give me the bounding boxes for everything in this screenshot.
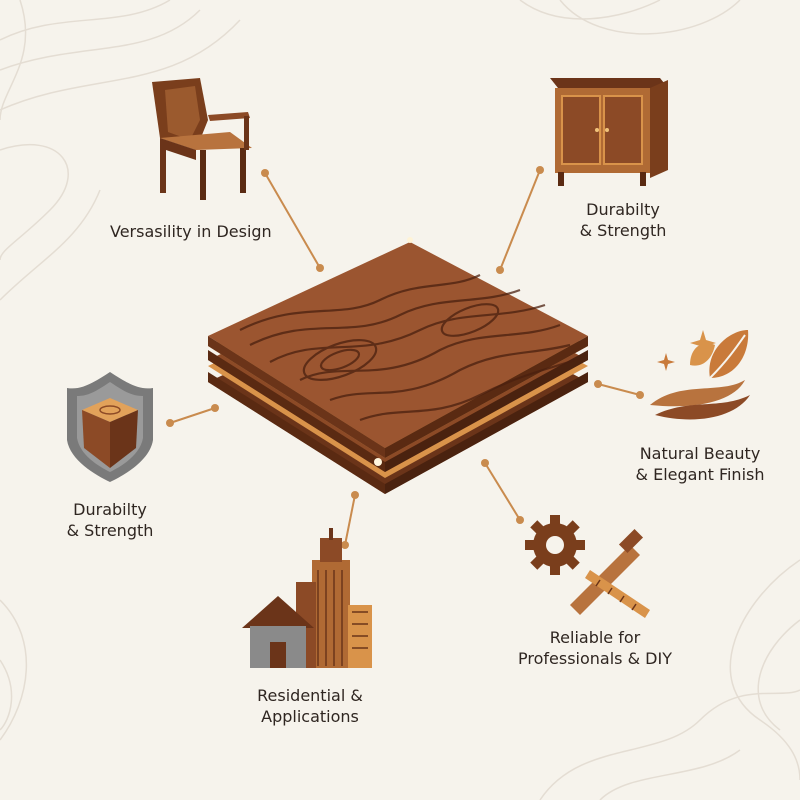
label-line: Residential &: [257, 686, 363, 705]
label-line: Durabilty: [73, 500, 147, 519]
connectors: [169, 169, 641, 546]
connector-reliable: [484, 462, 521, 521]
label-line: & Strength: [66, 521, 154, 540]
wood-panel-icon: [208, 237, 588, 494]
label-line: Applications: [261, 707, 359, 726]
cabinet-icon: [550, 78, 668, 186]
label-natural-beauty: Natural Beauty & Elegant Finish: [620, 443, 780, 485]
connector-dots: [166, 166, 644, 549]
label-line: Professionals & DIY: [518, 649, 672, 668]
label-reliable: Reliable for Professionals & DIY: [505, 627, 685, 669]
label-line: Natural Beauty: [639, 444, 761, 463]
label-line: Reliable for: [549, 628, 641, 647]
gear-tools-icon: [525, 515, 650, 618]
label-durability-left: Durabilty & Strength: [55, 499, 165, 541]
leaf-sparkle-icon: [650, 330, 750, 420]
label-line: Durabilty: [586, 200, 660, 219]
connector-durability-top: [499, 169, 541, 271]
label-residential: Residential & Applications: [240, 685, 380, 727]
label-line: & Elegant Finish: [635, 465, 765, 484]
shield-wood-icon: [67, 372, 153, 482]
buildings-icon: [242, 528, 372, 668]
chair-icon: [152, 78, 252, 200]
label-durability-top: Durabilty & Strength: [568, 199, 678, 241]
label-versatility: Versasility in Design: [110, 221, 272, 242]
label-line: & Strength: [579, 221, 667, 240]
connector-residential: [344, 494, 356, 546]
connector-natural-beauty: [597, 383, 641, 396]
connector-durability-left: [169, 407, 216, 424]
connector-versatility: [264, 172, 321, 269]
label-line: Versasility in Design: [110, 222, 272, 241]
